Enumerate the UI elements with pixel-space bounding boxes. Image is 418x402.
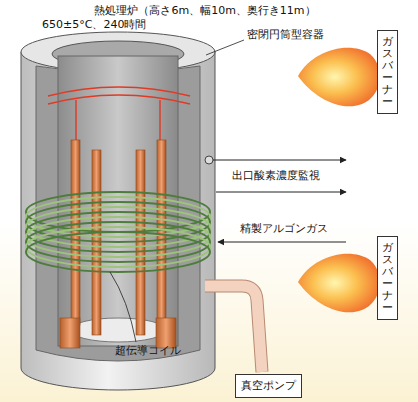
diagram-title: 熱処理炉（高さ6m、幅10m、奥行き11m） [94,4,315,17]
part-label: 密閉円筒型容器 [247,28,324,41]
copper-post [71,140,80,325]
burner-box: ガスバーナー [377,30,398,115]
signal-label: 精製アルゴンガス [240,222,328,235]
copper-post [157,140,166,325]
copper-support [156,318,176,348]
vacuum-pipe [205,286,262,372]
outer-shell [21,52,215,390]
port [205,156,213,164]
pump-box: 真空ポンプ [235,374,302,397]
burner-box: ガスバーナー [377,236,398,321]
leader-line [206,40,244,55]
leader-line [110,272,136,342]
signal-label: 出口酸素濃度監視 [232,169,320,182]
condition-note: 650±5°C、240時間 [42,18,146,31]
superconducting-coil [26,192,210,272]
wire [76,100,160,140]
argon-line [218,242,346,243]
oxygen-line [216,192,346,193]
node-text: ガスバーナー [382,36,393,109]
vacuum-pipe [205,286,262,372]
burner-flame [298,48,380,107]
copper-support [60,318,80,348]
wire [48,95,190,104]
part-label: 超伝導コイル [115,344,181,357]
node-text: 真空ポンプ [241,379,296,392]
node-text: ガスバーナー [382,242,393,315]
outlet-line [213,160,346,161]
burner-flame [298,254,380,313]
inner-bottom [70,318,166,342]
